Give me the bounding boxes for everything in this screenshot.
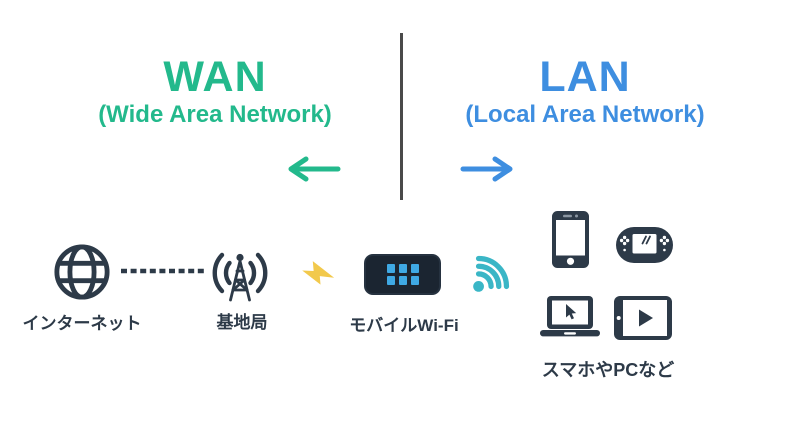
wan-title: WAN: [163, 53, 267, 101]
wan-section: WAN (Wide Area Network): [15, 56, 415, 128]
lan-subtitle: (Local Area Network): [465, 101, 705, 128]
laptop-icon: [540, 296, 600, 337]
devices-label: スマホやPCなど: [541, 360, 675, 380]
globe-icon: [54, 244, 110, 300]
smartphone-icon: [552, 211, 589, 268]
lightning-bolt-icon: [302, 261, 335, 285]
game-console-icon: [616, 227, 673, 263]
lan-title: LAN: [539, 53, 631, 101]
lan-section: LAN (Local Area Network): [385, 56, 785, 128]
radio-tower-icon: [212, 252, 268, 302]
divider-line: [400, 33, 403, 200]
lan-direction-arrow-icon: [460, 156, 513, 182]
base-station-label: 基地局: [216, 313, 268, 332]
router-display: [386, 264, 419, 285]
mobile-wifi-label: モバイルWi-Fi: [349, 316, 459, 335]
wan-subtitle: (Wide Area Network): [98, 101, 332, 128]
dashed-line-connector: [121, 268, 207, 274]
tablet-icon: [614, 296, 672, 340]
internet-label: インターネット: [22, 314, 142, 333]
wifi-signal-icon: [473, 255, 510, 292]
wan-direction-arrow-icon: [288, 156, 341, 182]
mobile-router-icon: [364, 254, 441, 295]
